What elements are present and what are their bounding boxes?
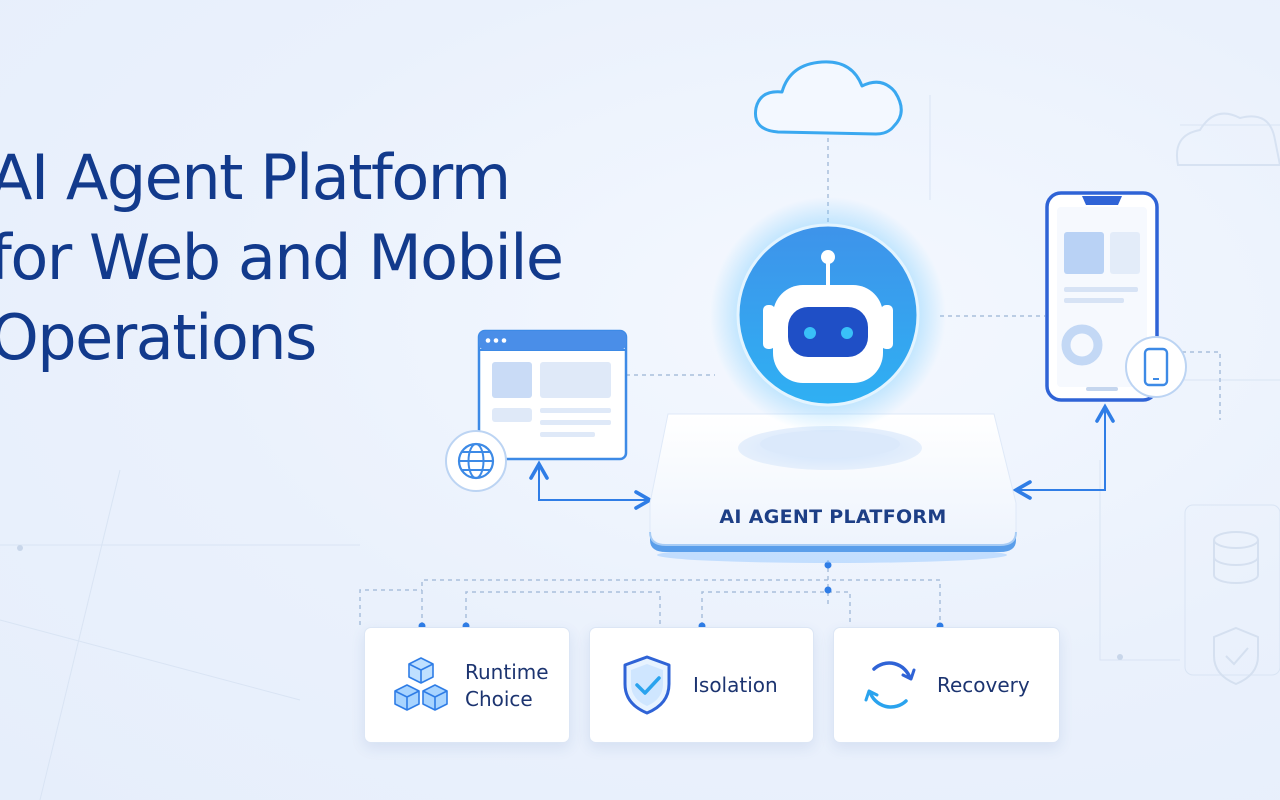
smartphone-icon bbox=[1045, 191, 1159, 402]
cubes-icon bbox=[394, 657, 448, 711]
feature-card-isolation[interactable]: Isolation bbox=[589, 627, 814, 743]
feature-label-isolation: Isolation bbox=[693, 673, 778, 697]
headline-line-2: for Web and Mobile bbox=[0, 221, 564, 294]
faint-database-icon bbox=[1213, 531, 1259, 584]
feature-label-recovery: Recovery bbox=[937, 673, 1030, 697]
headline-line-3: Operations bbox=[0, 301, 317, 374]
background-grid bbox=[0, 95, 1280, 800]
dashed-connectors bbox=[359, 315, 1221, 626]
phone-arrow bbox=[1012, 403, 1115, 500]
headline-line-1: AI Agent Platform bbox=[0, 141, 511, 214]
browser-window-icon bbox=[477, 329, 628, 461]
platform-label: AI AGENT PLATFORM bbox=[719, 506, 947, 528]
feature-card-recovery[interactable]: Recovery bbox=[833, 627, 1060, 743]
faint-shield-icon bbox=[1213, 626, 1259, 686]
shield-check-icon bbox=[623, 655, 671, 715]
headline: AI Agent Platform for Web and Mobile Ope… bbox=[0, 138, 630, 378]
platform-base bbox=[649, 413, 1017, 563]
mobile-device-icon bbox=[1125, 336, 1187, 398]
feature-label-runtime-choice: Runtime Choice bbox=[465, 660, 549, 711]
browser-arrow bbox=[529, 460, 654, 510]
refresh-cycle-icon bbox=[864, 661, 916, 709]
robot-icon bbox=[710, 197, 946, 433]
globe-icon bbox=[445, 430, 507, 492]
faint-cloud-icon bbox=[1176, 112, 1280, 166]
cloud-icon bbox=[753, 60, 903, 136]
feature-card-runtime-choice[interactable]: Runtime Choice bbox=[364, 627, 570, 743]
